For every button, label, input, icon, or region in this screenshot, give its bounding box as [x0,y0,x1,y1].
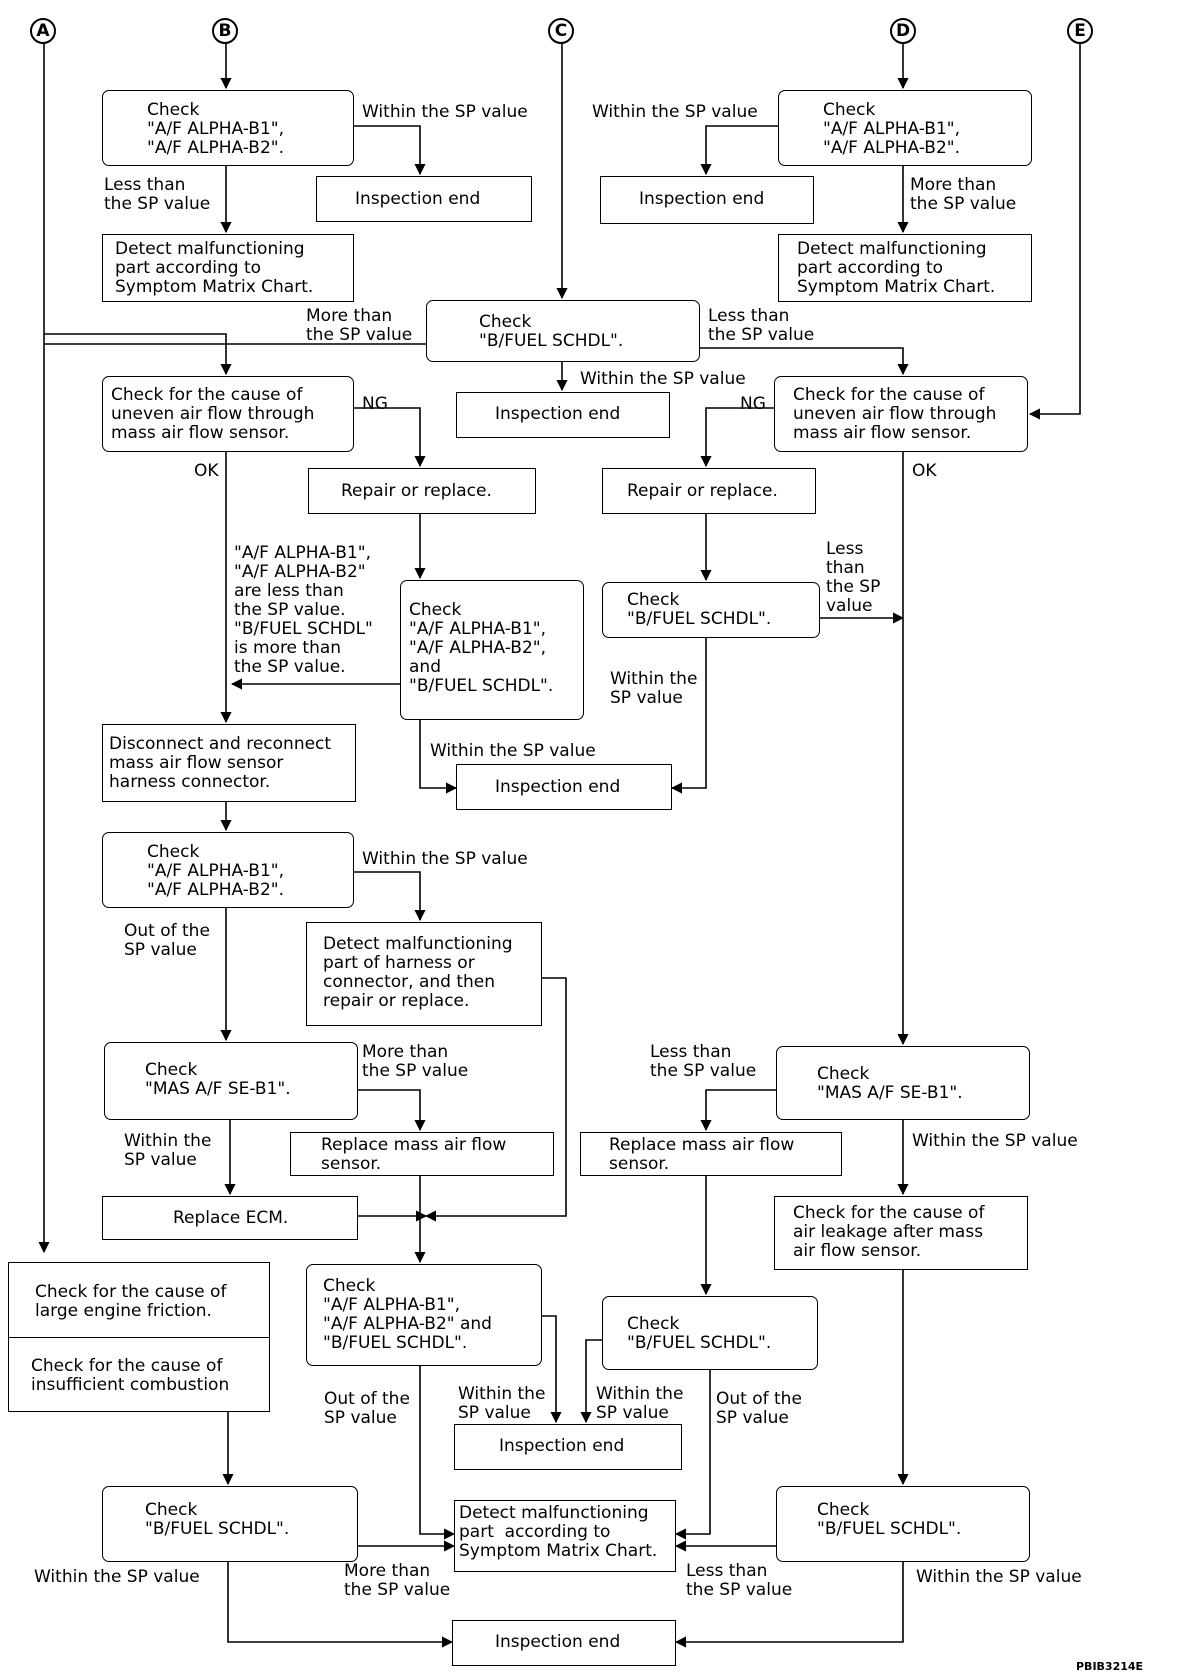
detect-symptom-d: Detect malfunctioning part according to … [778,234,1032,302]
check-af-alpha-b: Check "A/F ALPHA-B1", "A/F ALPHA-B2". [102,90,354,166]
label-ab2-within: Within the SP value [362,849,528,869]
connector-a: A [30,18,56,44]
check-air-leakage: Check for the cause of air leakage after… [774,1196,1028,1270]
check-bfuel-lower-right: Check "B/FUEL SCHDL". [602,1296,818,1370]
label-right-within: Within the SP value [610,669,698,708]
label-rmas-within: Within the SP value [912,1131,1078,1151]
label-ab-within: Within the SP value [430,741,596,761]
replace-maf-left: Replace mass air flow sensor. [290,1132,554,1176]
connector-c: C [548,18,574,44]
detect-harness-repair: Detect malfunctioning part of harness or… [306,922,542,1026]
large-engine-friction: Check for the cause of large engine fric… [35,1282,227,1321]
label-a-more: More than the SP value [344,1561,451,1600]
check-bfuel-right: Check "B/FUEL SCHDL". [602,582,820,638]
right-uneven-airflow-check: Check for the cause of uneven air flow t… [774,376,1028,452]
check-af-alpha-second: Check "A/F ALPHA-B1", "A/F ALPHA-B2". [102,832,354,908]
right-repair-replace: Repair or replace. [602,468,816,514]
connector-b: B [212,18,238,44]
label-lmas-within: Within the SP value [124,1131,212,1170]
label-right-ok: OK [912,461,937,481]
figure-code: PBIB3214E [1076,1660,1144,1673]
label-right-less: Less than the SP value [826,539,881,616]
insufficient-combustion: Check for the cause of insufficient comb… [31,1356,230,1395]
inspection-end-d: Inspection end [600,176,814,224]
label-c-less: Less than the SP value [708,306,815,345]
connector-d: D [890,18,916,44]
check-mas-right: Check "MAS A/F SE-B1". [776,1046,1030,1120]
label-left-ng: NG [362,394,388,414]
label-b-within: Within the SP value [362,102,528,122]
replace-ecm: Replace ECM. [102,1196,358,1240]
label-b-less: Less than the SP value [104,175,211,214]
label-rbf3-less: Less than the SP value [686,1561,793,1600]
label-abf-within: Within the SP value [458,1384,546,1423]
label-left-ok: OK [194,461,219,481]
inspection-end-final: Inspection end [452,1620,676,1666]
disconnect-reconnect-harness: Disconnect and reconnect mass air flow s… [102,724,356,802]
left-uneven-airflow-check: Check for the cause of uneven air flow t… [102,376,354,452]
a-cause-box: Check for the cause of large engine fric… [8,1262,270,1412]
check-bfuel-right-final: Check "B/FUEL SCHDL". [776,1486,1030,1562]
label-c-within: Within the SP value [580,369,746,389]
label-c-more: More than the SP value [306,306,413,345]
check-alpha-bfuel-lower: Check "A/F ALPHA-B1", "A/F ALPHA-B2" and… [306,1264,542,1366]
inspection-end-c: Inspection end [456,392,670,438]
label-right-ng: NG [740,394,766,414]
label-rbf2-within: Within the SP value [596,1384,684,1423]
label-rbf2-out: Out of the SP value [716,1389,802,1428]
label-d-within: Within the SP value [592,102,758,122]
label-rmas-less: Less than the SP value [650,1042,757,1081]
connector-e: E [1067,18,1093,44]
label-lmas-more: More than the SP value [362,1042,469,1081]
detect-symptom-b: Detect malfunctioning part according to … [102,234,354,302]
inspection-end-b: Inspection end [316,176,532,222]
replace-maf-right: Replace mass air flow sensor. [580,1132,842,1176]
label-rbf3-within: Within the SP value [916,1567,1082,1587]
left-repair-replace: Repair or replace. [308,468,536,514]
check-alpha-and-bfuel: Check "A/F ALPHA-B1", "A/F ALPHA-B2", an… [400,580,584,720]
label-d-more: More than the SP value [910,175,1017,214]
check-bfuel-a: Check "B/FUEL SCHDL". [102,1486,358,1562]
box-divider [9,1337,269,1338]
inspection-end-low: Inspection end [454,1424,682,1470]
label-alpha-condition-note: "A/F ALPHA-B1", "A/F ALPHA-B2" are less … [234,543,373,677]
check-bfuel-c: Check "B/FUEL SCHDL". [426,300,700,362]
detect-symptom-final: Detect malfunctioning part according to … [454,1500,676,1572]
check-mas-left: Check "MAS A/F SE-B1". [104,1042,358,1120]
label-abf-out: Out of the SP value [324,1389,410,1428]
label-ab2-out: Out of the SP value [124,921,210,960]
label-a-within: Within the SP value [34,1567,200,1587]
check-af-alpha-d: Check "A/F ALPHA-B1", "A/F ALPHA-B2". [778,90,1032,166]
inspection-end-mid: Inspection end [456,764,672,810]
